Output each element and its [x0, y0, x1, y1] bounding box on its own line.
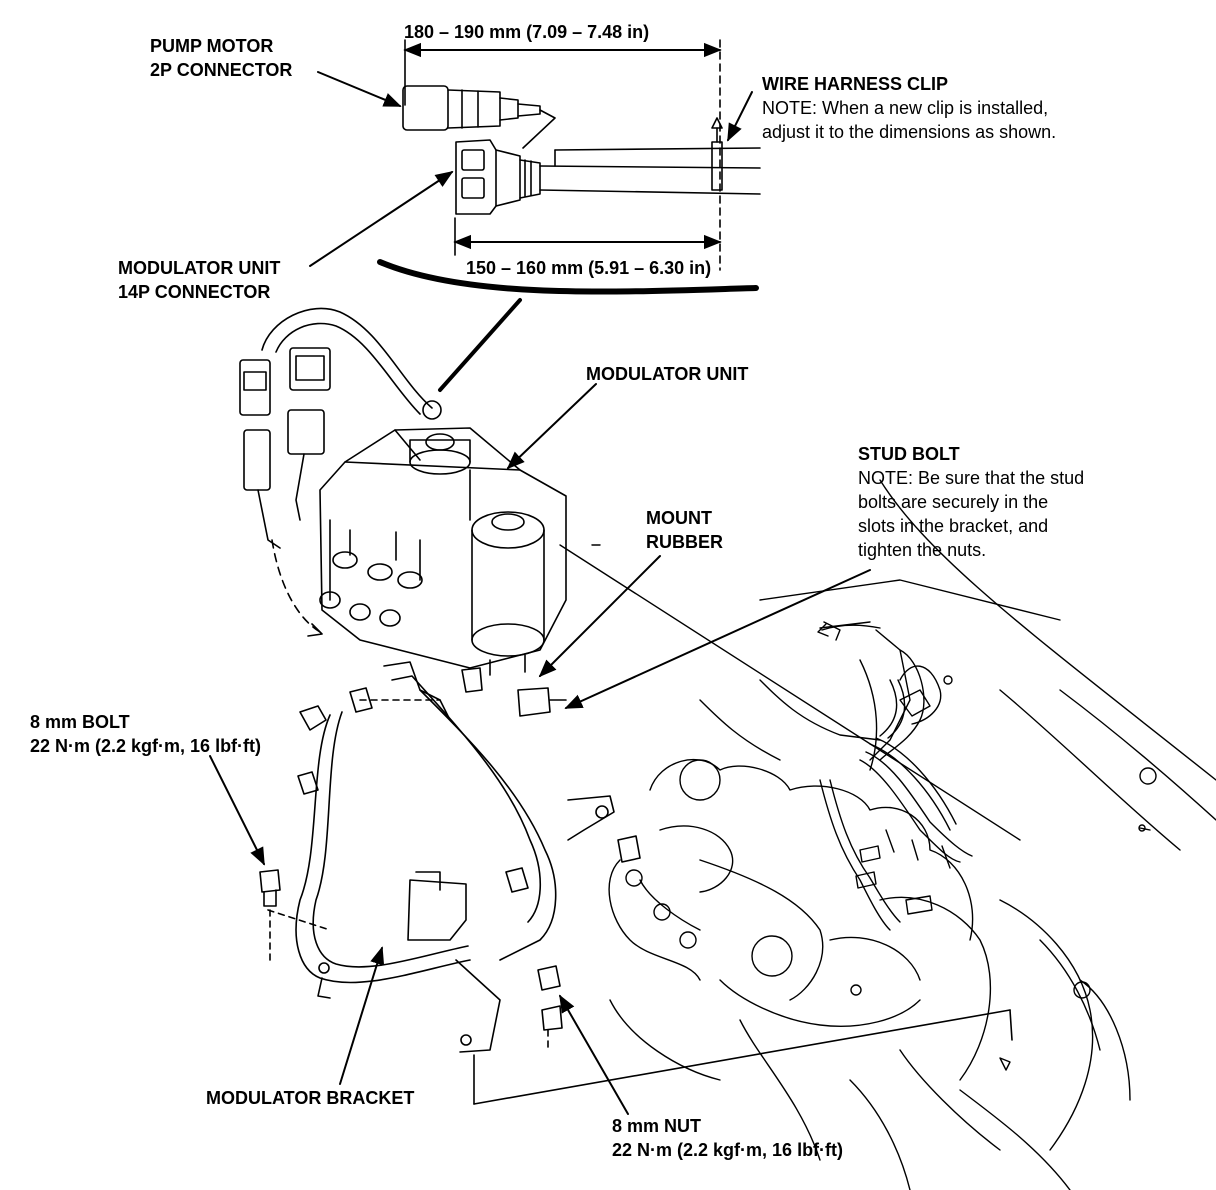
stud-bolt-note-line3: slots in the bracket, and [858, 516, 1049, 536]
mount-rubber-label: MOUNT RUBBER [646, 506, 723, 554]
modulator-14p-label-line1: MODULATOR UNIT [118, 258, 281, 278]
nut-8mm-title: 8 mm NUT [612, 1116, 702, 1136]
mount-rubber-label-line1: MOUNT [646, 508, 712, 528]
leader-arrows [209, 71, 871, 1115]
stud-bolt-title: STUD BOLT [858, 444, 960, 464]
stud-bolt-note-line2: bolts are securely in the [858, 492, 1049, 512]
wire-harness-clip-label: WIRE HARNESS CLIP NOTE: When a new clip … [762, 72, 1056, 144]
fasteners-drawing [259, 687, 1013, 1105]
stud-bolt-note-line4: tighten the nuts. [858, 540, 987, 560]
bolt-8mm-title: 8 mm BOLT [30, 712, 130, 732]
modulator-14p-label-line2: 14P CONNECTOR [118, 282, 271, 302]
wire-harness-clip-note-line2: adjust it to the dimensions as shown. [762, 122, 1057, 142]
wire-harness-clip-note-line1: NOTE: When a new clip is installed, [762, 98, 1049, 118]
dimension-top-label: 180 – 190 mm (7.09 – 7.48 in) [404, 22, 650, 42]
bolt-8mm-torque: 22 N·m (2.2 kgf·m, 16 lbf·ft) [30, 736, 262, 756]
modulator-bracket-label: MODULATOR BRACKET [206, 1088, 415, 1108]
pump-motor-label-line1: PUMP MOTOR [150, 36, 274, 56]
engine-compartment-drawing [559, 479, 1216, 1190]
pump-motor-label: PUMP MOTOR 2P CONNECTOR [150, 34, 292, 82]
mount-rubber-label-line2: RUBBER [646, 532, 724, 552]
modulator-14p-connector-label: MODULATOR UNIT 14P CONNECTOR [118, 256, 280, 304]
modulator-unit-label: MODULATOR UNIT [586, 364, 749, 384]
modulator-bracket-drawing [295, 661, 615, 1053]
pump-motor-connector-drawing [402, 85, 556, 149]
nut-8mm-torque: 22 N·m (2.2 kgf·m, 16 lbf·ft) [612, 1140, 844, 1160]
nut-8mm-label: 8 mm NUT 22 N·m (2.2 kgf·m, 16 lbf·ft) [612, 1114, 843, 1162]
stud-bolt-label: STUD BOLT NOTE: Be sure that the stud bo… [858, 442, 1084, 562]
wire-harness-clip-title: WIRE HARNESS CLIP [762, 74, 949, 94]
dimension-lines [403, 39, 722, 271]
modulator-unit-drawing [239, 307, 567, 717]
modulator-14p-connector-drawing [455, 117, 761, 215]
bolt-8mm-label: 8 mm BOLT 22 N·m (2.2 kgf·m, 16 lbf·ft) [30, 710, 261, 758]
dimension-bottom-label: 150 – 160 mm (5.91 – 6.30 in) [466, 258, 712, 278]
stud-bolt-note-line1: NOTE: Be sure that the stud [858, 468, 1085, 488]
pump-motor-label-line2: 2P CONNECTOR [150, 60, 293, 80]
